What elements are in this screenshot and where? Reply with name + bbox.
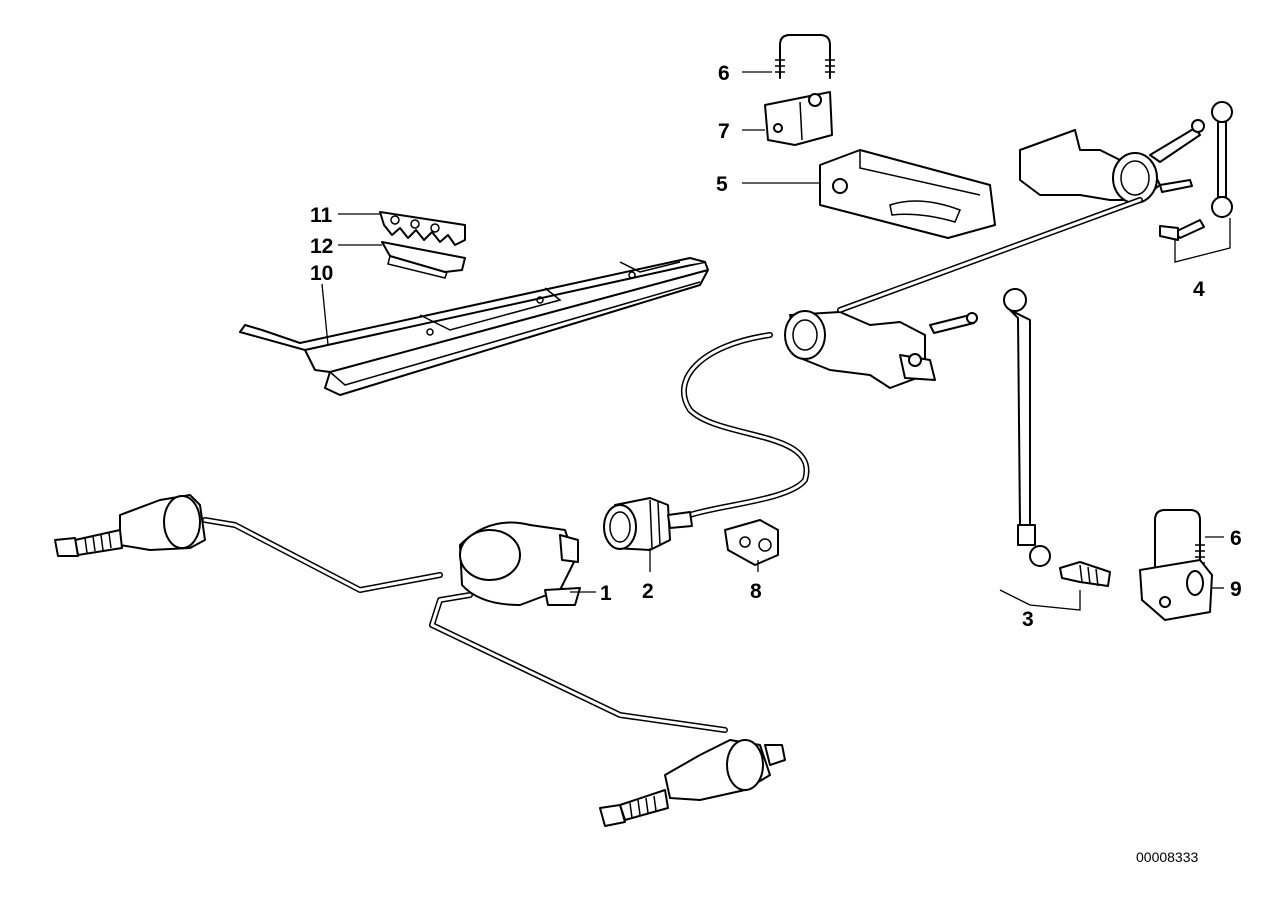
callout-8: 8 xyxy=(750,580,762,603)
part-3-link-rod xyxy=(999,288,1111,611)
upper-right-sensor xyxy=(1019,119,1205,204)
part-6-u-bolt-top xyxy=(775,34,835,79)
part-8-cable-clip xyxy=(724,519,779,566)
callout-10: 10 xyxy=(310,262,333,285)
callout-7: 7 xyxy=(718,120,730,143)
part-10-cover-tray xyxy=(239,257,709,396)
callout-3: 3 xyxy=(1022,608,1034,631)
part-4-link-rod xyxy=(1159,101,1233,263)
callout-6-lower: 6 xyxy=(1230,527,1242,550)
callout-9: 9 xyxy=(1230,578,1242,601)
left-sensor xyxy=(54,494,206,557)
part-5-bracket xyxy=(819,149,996,239)
callout-5: 5 xyxy=(716,173,728,196)
middle-sensor xyxy=(784,310,978,389)
bottom-sensor xyxy=(599,739,786,827)
part-9-clamp xyxy=(1139,559,1213,621)
callout-12: 12 xyxy=(310,235,333,258)
cable-runs xyxy=(202,197,1143,733)
callout-2: 2 xyxy=(642,580,654,603)
callout-4: 4 xyxy=(1193,278,1205,301)
part-11-cable-clip xyxy=(379,211,466,246)
part-1-sensor-unit xyxy=(459,521,581,606)
callout-11: 11 xyxy=(310,204,333,227)
part-6-u-bolt-lower xyxy=(1154,509,1205,573)
part-2-connector xyxy=(603,497,693,551)
document-number: 00008333 xyxy=(1136,849,1199,865)
part-7-clamp-clip xyxy=(764,91,833,146)
callout-6-top: 6 xyxy=(718,62,730,85)
leader-lines xyxy=(321,71,1224,593)
callouts: 1 2 3 4 5 6 6 7 8 9 10 11 12 xyxy=(310,62,1242,631)
part-12-retainer-clip xyxy=(381,241,466,279)
callout-1: 1 xyxy=(600,582,612,605)
